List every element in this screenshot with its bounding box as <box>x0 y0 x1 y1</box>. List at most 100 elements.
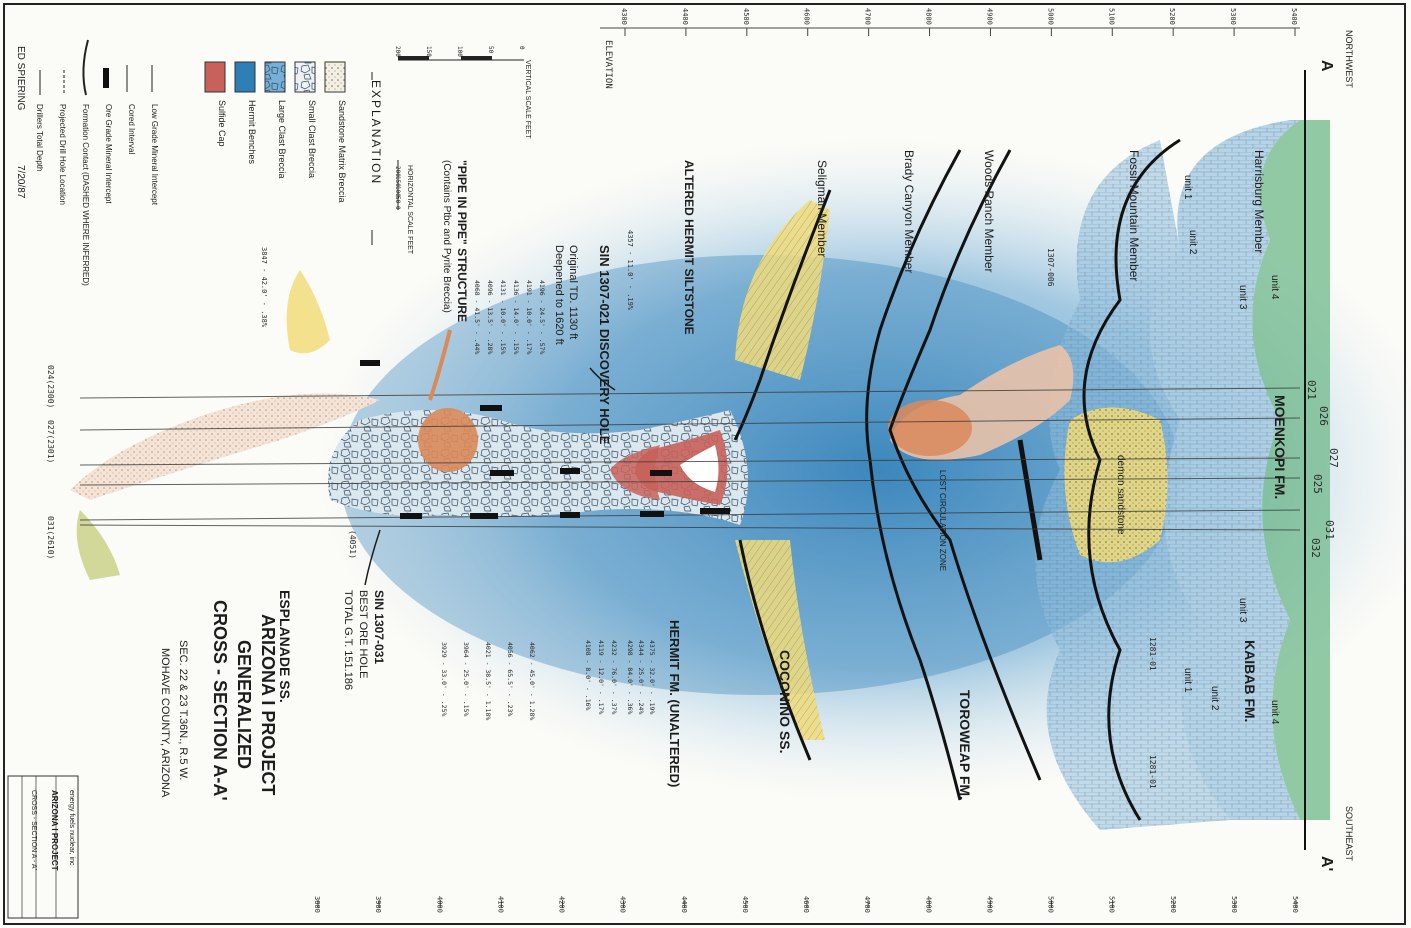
lost-circulation-label: LOST CIRCULATION ZONE <box>938 470 947 571</box>
left-intercept: 4131 - 10.0' - .15% <box>499 280 507 354</box>
bottom-tick-label: 4200 <box>558 896 566 913</box>
best-sub: BEST ORE HOLE <box>357 590 369 678</box>
right-intercept-upper: 4375 - 32.0' - .19% <box>648 640 656 714</box>
legend-item-label: Hermit Benches <box>247 100 257 165</box>
right-intercept-lower: 4056 - 65.5' - .23% <box>506 642 514 716</box>
bottom-tick-label: 3800 <box>313 896 321 913</box>
seligman-label: Seligman Member <box>815 160 829 257</box>
brady-canyon-label: Brady Canyon Member <box>902 150 916 273</box>
harrisburg-label: Harrisburg Member <box>1252 150 1266 253</box>
author-name: ED SPIERING <box>15 46 26 111</box>
bottom-tick-label: 5300 <box>1230 896 1238 913</box>
right-intercept-lower: 3964 - 25.0' - .15% <box>462 642 470 716</box>
vertical-scale-tick: 200 <box>394 46 401 57</box>
hermit-unaltered-label: HERMIT FM. (UNALTERED) <box>667 620 682 787</box>
unit-left-3: unit 3 <box>1237 285 1248 310</box>
bottom-tick-label: 4100 <box>496 896 504 913</box>
top-tick-label: 4600 <box>803 8 811 25</box>
top-tick-label: 4800 <box>925 8 933 25</box>
hole-026: 026 <box>1317 406 1330 426</box>
right-intercept-mid: 4119 - 12.0' - .17% <box>597 640 605 714</box>
unit-right-4: unit 4 <box>1269 700 1280 725</box>
legend-symbol-label: Formation Contact (DASHED WHERE INFERRED… <box>81 104 90 286</box>
pipe-subtitle: (Contains Ptbc and Pyrite Breccia) <box>441 160 452 313</box>
legend-item-label: Large Clast Breccia <box>277 100 287 179</box>
top-tick-label: 5300 <box>1229 8 1237 25</box>
fossil-mountain-label: Fossil Mountain Member <box>1127 150 1141 281</box>
legend-symbol-label: Drillers Total Depth <box>35 104 44 171</box>
top-tick-label: 4300 <box>620 8 628 25</box>
right-intercept-lower: 3929 - 33.0' - .25% <box>440 642 448 716</box>
left-intercept: 4196 - 24.5' - .57% <box>538 280 546 354</box>
bottom-tick-label: 4500 <box>741 896 749 913</box>
elevation-title: ELEVATION <box>603 40 613 89</box>
section-start-label: A <box>1318 60 1335 72</box>
vertical-scale-tick: 150 <box>425 46 432 57</box>
legend-swatch-hermit <box>235 62 255 92</box>
bottom-tick-label: 4000 <box>435 896 443 913</box>
hole-1281-01: 1281-01 <box>1148 755 1157 789</box>
bottom-tick-label: 4400 <box>680 896 688 913</box>
stamp-desc: CROSS - SECTION A - A' <box>30 790 37 870</box>
hole-025: 025 <box>1311 474 1324 494</box>
top-tick-label: 5000 <box>1046 8 1054 25</box>
legend-symbol-label: Ore Grade Mineral Intercept <box>104 104 113 204</box>
coconino-label: COCONINO SS. <box>777 650 793 753</box>
legend-symbol-label: Cored Interval <box>127 104 136 154</box>
unit-right-2: unit 2 <box>1209 686 1220 711</box>
bottom-tick-label: 5200 <box>1169 896 1177 913</box>
top-tick-label: 5400 <box>1290 8 1298 25</box>
legend-item-label: Sulfide Cap <box>217 100 227 147</box>
horizontal-scale-tick: 0 <box>394 206 401 210</box>
discovery-title: SIN 1307-021 DISCOVERY HOLE <box>597 245 612 445</box>
unit-right-1: unit 1 <box>1182 668 1193 693</box>
right-intercept-lower: 4062 - 45.0' - 1.28% <box>528 642 536 720</box>
vertical-scale-tick: 100 <box>456 46 463 57</box>
pipe-title: "PIPE IN PIPE" STRUCTURE <box>455 160 469 322</box>
top-tick-label: 5200 <box>1168 8 1176 25</box>
discovery-td: Original TD. 1130 ft <box>567 245 579 339</box>
right-intercept-mid: 4232 - 76.0' - .37% <box>610 640 618 714</box>
discovery-deepened: Deepened to 1620 ft <box>553 245 565 345</box>
moenkopi-label: MOENKOPI FM. <box>1272 395 1288 499</box>
horizontal-scale-title: HORIZONTAL SCALE FEET <box>406 165 413 255</box>
unit-left-1: unit 1 <box>1182 175 1193 200</box>
unit-right-3: unit 3 <box>1237 598 1248 623</box>
hole-bottom-027: 027(2301) <box>46 420 55 463</box>
top-tick-label: 4700 <box>864 8 872 25</box>
legend-symbol-label: Low Grade Mineral Intercept <box>150 104 159 206</box>
bottom-tick-label: 5100 <box>1108 896 1116 913</box>
title-line3: CROSS - SECTION A-A' <box>210 600 230 801</box>
vertical-scale-tick: 50 <box>487 46 494 54</box>
legend-title: EXPLANATION <box>369 80 383 185</box>
stamp-project: ARIZONA I PROJECT <box>50 790 59 871</box>
hole-bottom-extra: (4051) <box>348 530 357 559</box>
hole-031: 031 <box>1323 520 1336 540</box>
upper-intercept: 4357 - 11.0' - .19% <box>626 230 634 311</box>
bottom-tick-label: 4300 <box>619 896 627 913</box>
bottom-tick-label: 4600 <box>802 896 810 913</box>
right-intercept-mid: 4108 - 8.0' - .16% <box>584 640 592 711</box>
end-direction-label: SOUTHEAST <box>1344 806 1354 862</box>
left-intercept: 4136 - 14.0' - .15% <box>512 280 520 354</box>
upper-pipe-core <box>888 400 972 456</box>
legend-symbol-label: Projected Drill Hole Location <box>58 104 67 205</box>
hole-027: 027 <box>1327 448 1340 468</box>
bottom-tick-label: 4900 <box>985 896 993 913</box>
unit-left-2: unit 2 <box>1187 230 1198 255</box>
left-grade-intercept: 3847 - 42.0' - .38% <box>260 247 268 328</box>
left-intercept: 4068 - 41.5' - .44% <box>473 280 481 354</box>
hole-032: 032 <box>1309 538 1322 558</box>
bottom-tick-label: 5400 <box>1291 896 1299 913</box>
right-intercept-lower: 4021 - 38.5' - 1.18% <box>484 642 492 720</box>
vertical-scale-title: VERTICAL SCALE FEET <box>524 60 531 139</box>
left-intercept: 4096 - 13.5' - .28% <box>486 280 494 354</box>
hole-1307-006: 1307-006 <box>1046 248 1055 287</box>
title-sec: SEC. 22 & 23 T.36N., R.5 W. <box>177 640 189 780</box>
bottom-tick-label: 4800 <box>924 896 932 913</box>
stamp-company: energy fuels nuclear, inc <box>68 790 75 866</box>
top-tick-label: 4400 <box>681 8 689 25</box>
legend-item-label: Sandstone Matrix Breccia <box>337 100 347 203</box>
author-date: 7/20/87 <box>15 165 26 199</box>
